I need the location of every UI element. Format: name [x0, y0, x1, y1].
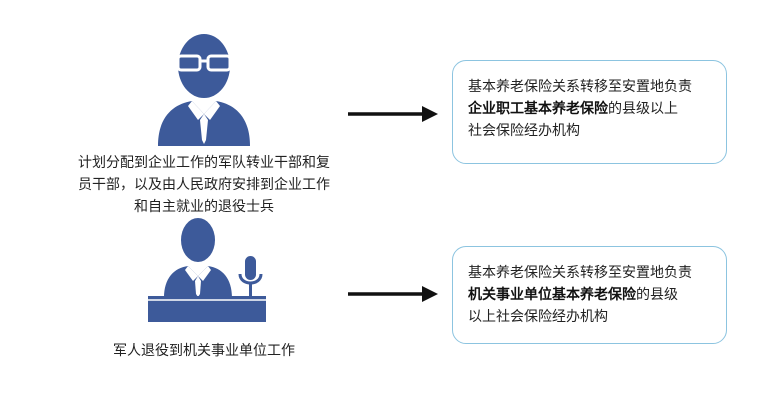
group-1-destination-box: 基本养老保险关系转移至安置地负责 企业职工基本养老保险的县级以上 社会保险经办机… — [452, 60, 727, 164]
officer-with-glasses-icon — [158, 34, 250, 146]
group-1-caption-line-1: 计划分配到企业工作的军队转业干部和复 — [78, 155, 330, 171]
arrow-right-icon — [348, 286, 438, 302]
group-1-box-line-1: 基本养老保险关系转移至安置地负责 — [468, 79, 692, 95]
group-2-box-line-2-rest: 的县级 — [636, 287, 678, 303]
group-1-box-line-2-rest: 的县级以上 — [608, 101, 678, 117]
group-1-caption: 计划分配到企业工作的军队转业干部和复 员干部，以及由人民政府安排到企业工作 和自… — [40, 152, 368, 218]
group-1-caption-line-2: 员干部，以及由人民政府安排到企业工作 — [78, 177, 330, 193]
group-2-destination-box: 基本养老保险关系转移至安置地负责 机关事业单位基本养老保险的县级 以上社会保险经… — [452, 246, 727, 344]
group-1-box-line-2: 企业职工基本养老保险的县级以上 — [468, 98, 716, 120]
speaker-at-podium-icon — [148, 218, 266, 322]
arrow-right-icon — [348, 106, 438, 122]
group-1-box-line-3: 社会保险经办机构 — [468, 123, 580, 139]
group-1-caption-line-3: 和自主就业的退役士兵 — [134, 199, 274, 215]
group-2-box-line-3: 以上社会保险经办机构 — [468, 309, 608, 325]
group-2-caption: 军人退役到机关事业单位工作 — [40, 340, 368, 362]
group-2-box-highlight: 机关事业单位基本养老保险 — [468, 287, 636, 303]
group-2-box-line-2: 机关事业单位基本养老保险的县级 — [468, 284, 716, 306]
group-2-caption-line-1: 军人退役到机关事业单位工作 — [113, 343, 295, 359]
group-1-box-highlight: 企业职工基本养老保险 — [468, 101, 608, 117]
group-2-box-line-1: 基本养老保险关系转移至安置地负责 — [468, 265, 692, 281]
